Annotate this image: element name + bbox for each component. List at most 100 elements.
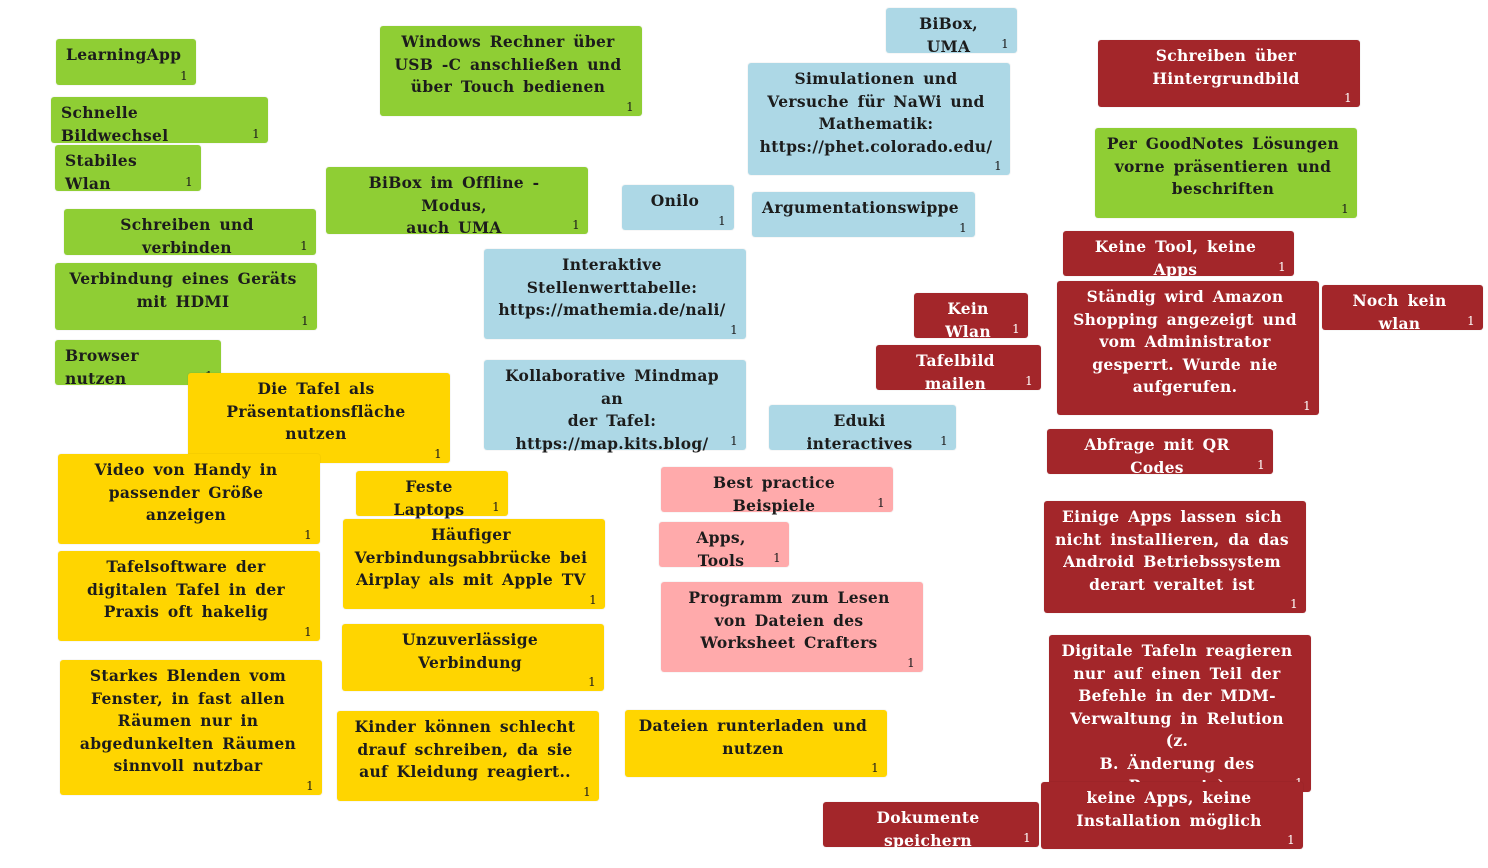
note-text: Tafelsoftware der digitalen Tafel in der… <box>87 557 285 621</box>
note-text: Argumentationswippe <box>762 198 959 217</box>
sticky-note-bibox-offline[interactable]: BiBox im Offline -Modus, auch UMA 1 <box>326 167 588 237</box>
sticky-note-apps-tools[interactable]: Apps, Tools 1 <box>659 522 789 570</box>
sticky-note-verbindungsabbrueche[interactable]: Häufiger Verbindungsabbrücke bei Airplay… <box>343 519 605 609</box>
vote-count: 1 <box>1012 322 1020 336</box>
vote-count: 1 <box>626 100 634 114</box>
sticky-note-tafel-praesentationsflaeche[interactable]: Die Tafel als Präsentationsfläche nutzen… <box>188 373 450 463</box>
vote-count: 1 <box>994 159 1002 173</box>
vote-count: 1 <box>589 593 597 607</box>
vote-count: 1 <box>1278 260 1286 274</box>
note-text: Häufiger Verbindungsabbrücke bei Airplay… <box>354 525 588 589</box>
sticky-note-bibox-uma[interactable]: BiBox, UMA 1 <box>886 8 1017 56</box>
vote-count: 1 <box>492 500 500 514</box>
vote-count: 1 <box>1001 37 1009 51</box>
note-text: Browser nutzen <box>65 346 139 388</box>
sticky-note-goodnotes[interactable]: Per GoodNotes Lösungen vorne präsentiere… <box>1095 128 1357 218</box>
note-text: Einige Apps lassen sich nicht installier… <box>1055 507 1289 594</box>
note-text: LearningApp <box>66 45 182 64</box>
note-text: Eduki interactives <box>806 411 913 453</box>
vote-count: 1 <box>877 496 885 510</box>
note-text: Dateien runterladen und nutzen <box>638 716 868 758</box>
note-text: Schnelle Bildwechsel <box>61 103 169 145</box>
sticky-note-stellenwerttabelle[interactable]: Interaktive Stellenwerttabelle: https://… <box>484 249 746 339</box>
vote-count: 1 <box>304 625 312 639</box>
note-text: Schreiben über Hintergrundbild <box>1152 46 1300 88</box>
sticky-note-schnelle-bildwechsel[interactable]: Schnelle Bildwechsel 1 <box>51 97 268 145</box>
note-text: Windows Rechner über USB -C anschließen … <box>394 32 622 96</box>
vote-count: 1 <box>588 675 596 689</box>
vote-count: 1 <box>1257 458 1265 472</box>
vote-count: 1 <box>718 214 726 228</box>
note-text: Kollaborative Mindmap an der Tafel: http… <box>505 366 719 453</box>
vote-count: 1 <box>304 528 312 542</box>
vote-count: 1 <box>1025 374 1033 388</box>
vote-count: 1 <box>1023 831 1031 845</box>
note-text: Keine Tool, keine Apps <box>1094 237 1257 279</box>
sticky-note-dokumente-speichern[interactable]: Dokumente speichern 1 <box>823 802 1039 850</box>
vote-count: 1 <box>940 434 948 448</box>
sticky-note-amazon-shopping[interactable]: Ständig wird Amazon Shopping angezeigt u… <box>1057 281 1319 415</box>
note-text: BiBox, UMA <box>919 14 978 56</box>
sticky-note-digitale-tafeln-mdm[interactable]: Digitale Tafeln reagieren nur auf einen … <box>1049 635 1311 795</box>
sticky-note-stabiles-wlan[interactable]: Stabiles Wlan 1 <box>55 145 201 193</box>
vote-count: 1 <box>1290 597 1298 611</box>
note-text: Stabiles Wlan <box>65 151 137 193</box>
note-text: Abfrage mit QR Codes <box>1084 435 1230 477</box>
note-text: Ständig wird Amazon Shopping angezeigt u… <box>1073 287 1297 396</box>
note-text: Schreiben und verbinden <box>120 215 254 257</box>
sticky-note-video-handy[interactable]: Video von Handy in passender Größe anzei… <box>58 454 320 544</box>
sticky-note-onilo[interactable]: Onilo 1 <box>622 185 734 230</box>
note-text: Apps, Tools <box>696 528 746 570</box>
sticky-note-tafelsoftware[interactable]: Tafelsoftware der digitalen Tafel in der… <box>58 551 320 641</box>
vote-count: 1 <box>306 779 314 793</box>
sticky-note-best-practice[interactable]: Best practice Beispiele 1 <box>661 467 893 515</box>
sticky-note-feste-laptops[interactable]: Feste Laptops 1 <box>356 471 508 519</box>
sticky-note-abfrage-qr-codes[interactable]: Abfrage mit QR Codes 1 <box>1047 429 1273 477</box>
sticky-note-keine-installation[interactable]: keine Apps, keine Installation möglich 1 <box>1041 782 1303 849</box>
vote-count: 1 <box>1467 314 1475 328</box>
note-text: Dokumente speichern <box>876 808 980 850</box>
note-text: Best practice Beispiele <box>713 473 835 515</box>
note-text: Unzuverlässige Verbindung <box>401 630 539 672</box>
sticky-note-schreiben-und-verbinden[interactable]: Schreiben und verbinden 1 <box>64 209 316 257</box>
sticky-note-kinder-schreiben[interactable]: Kinder können schlecht drauf schreiben, … <box>337 711 599 801</box>
sticky-note-simulationen-versuche[interactable]: Simulationen und Versuche für NaWi und M… <box>748 63 1010 175</box>
note-text: Tafelbild mailen <box>916 351 995 393</box>
sticky-note-unzuverlaessige-verbindung[interactable]: Unzuverlässige Verbindung 1 <box>342 624 604 691</box>
sticky-note-schreiben-hintergrundbild[interactable]: Schreiben über Hintergrundbild 1 <box>1098 40 1360 107</box>
sticky-note-kein-wlan[interactable]: Kein Wlan 1 <box>914 293 1028 341</box>
vote-count: 1 <box>730 323 738 337</box>
sticky-note-tafelbild-mailen[interactable]: Tafelbild mailen 1 <box>876 345 1041 393</box>
vote-count: 1 <box>185 175 193 189</box>
sticky-note-noch-kein-wlan[interactable]: Noch kein wlan 1 <box>1322 285 1483 333</box>
note-text: Per GoodNotes Lösungen vorne präsentiere… <box>1106 134 1340 198</box>
vote-count: 1 <box>730 434 738 448</box>
note-text: Kein Wlan <box>945 299 991 341</box>
vote-count: 1 <box>871 761 879 775</box>
note-text: Onilo <box>650 191 700 210</box>
sticky-note-starkes-blenden[interactable]: Starkes Blenden vom Fenster, in fast all… <box>60 660 322 795</box>
sticky-note-apps-installieren[interactable]: Einige Apps lassen sich nicht installier… <box>1044 501 1306 613</box>
sticky-note-dateien-runterladen[interactable]: Dateien runterladen und nutzen 1 <box>625 710 887 777</box>
vote-count: 1 <box>583 785 591 799</box>
vote-count: 1 <box>773 551 781 565</box>
vote-count: 1 <box>301 314 309 328</box>
sticky-note-programm-lesen[interactable]: Programm zum Lesen von Dateien des Works… <box>661 582 923 672</box>
note-text: keine Apps, keine Installation möglich <box>1076 788 1262 830</box>
note-text: Verbindung eines Geräts mit HDMI <box>69 269 297 311</box>
sticky-note-keine-tool-apps[interactable]: Keine Tool, keine Apps 1 <box>1063 231 1294 279</box>
sticky-note-verbindung-hdmi[interactable]: Verbindung eines Geräts mit HDMI 1 <box>55 263 317 330</box>
note-text: Video von Handy in passender Größe anzei… <box>94 460 278 524</box>
sticky-note-kollaborative-mindmap[interactable]: Kollaborative Mindmap an der Tafel: http… <box>484 360 746 453</box>
note-text: Die Tafel als Präsentationsfläche nutzen <box>226 379 406 443</box>
sticky-note-browser-nutzen[interactable]: Browser nutzen 1 <box>55 340 221 388</box>
note-text: Programm zum Lesen von Dateien des Works… <box>688 588 890 652</box>
vote-count: 1 <box>1303 399 1311 413</box>
sticky-note-eduki-interactives[interactable]: Eduki interactives 1 <box>769 405 956 453</box>
note-text: Kinder können schlecht drauf schreiben, … <box>354 717 576 781</box>
sticky-note-argumentationswippe[interactable]: Argumentationswippe 1 <box>752 192 975 237</box>
sticky-note-learningapp[interactable]: LearningApp 1 <box>56 39 196 85</box>
note-text: Starkes Blenden vom Fenster, in fast all… <box>79 666 297 775</box>
sticky-note-windows-rechner[interactable]: Windows Rechner über USB -C anschließen … <box>380 26 642 116</box>
vote-count: 1 <box>907 656 915 670</box>
